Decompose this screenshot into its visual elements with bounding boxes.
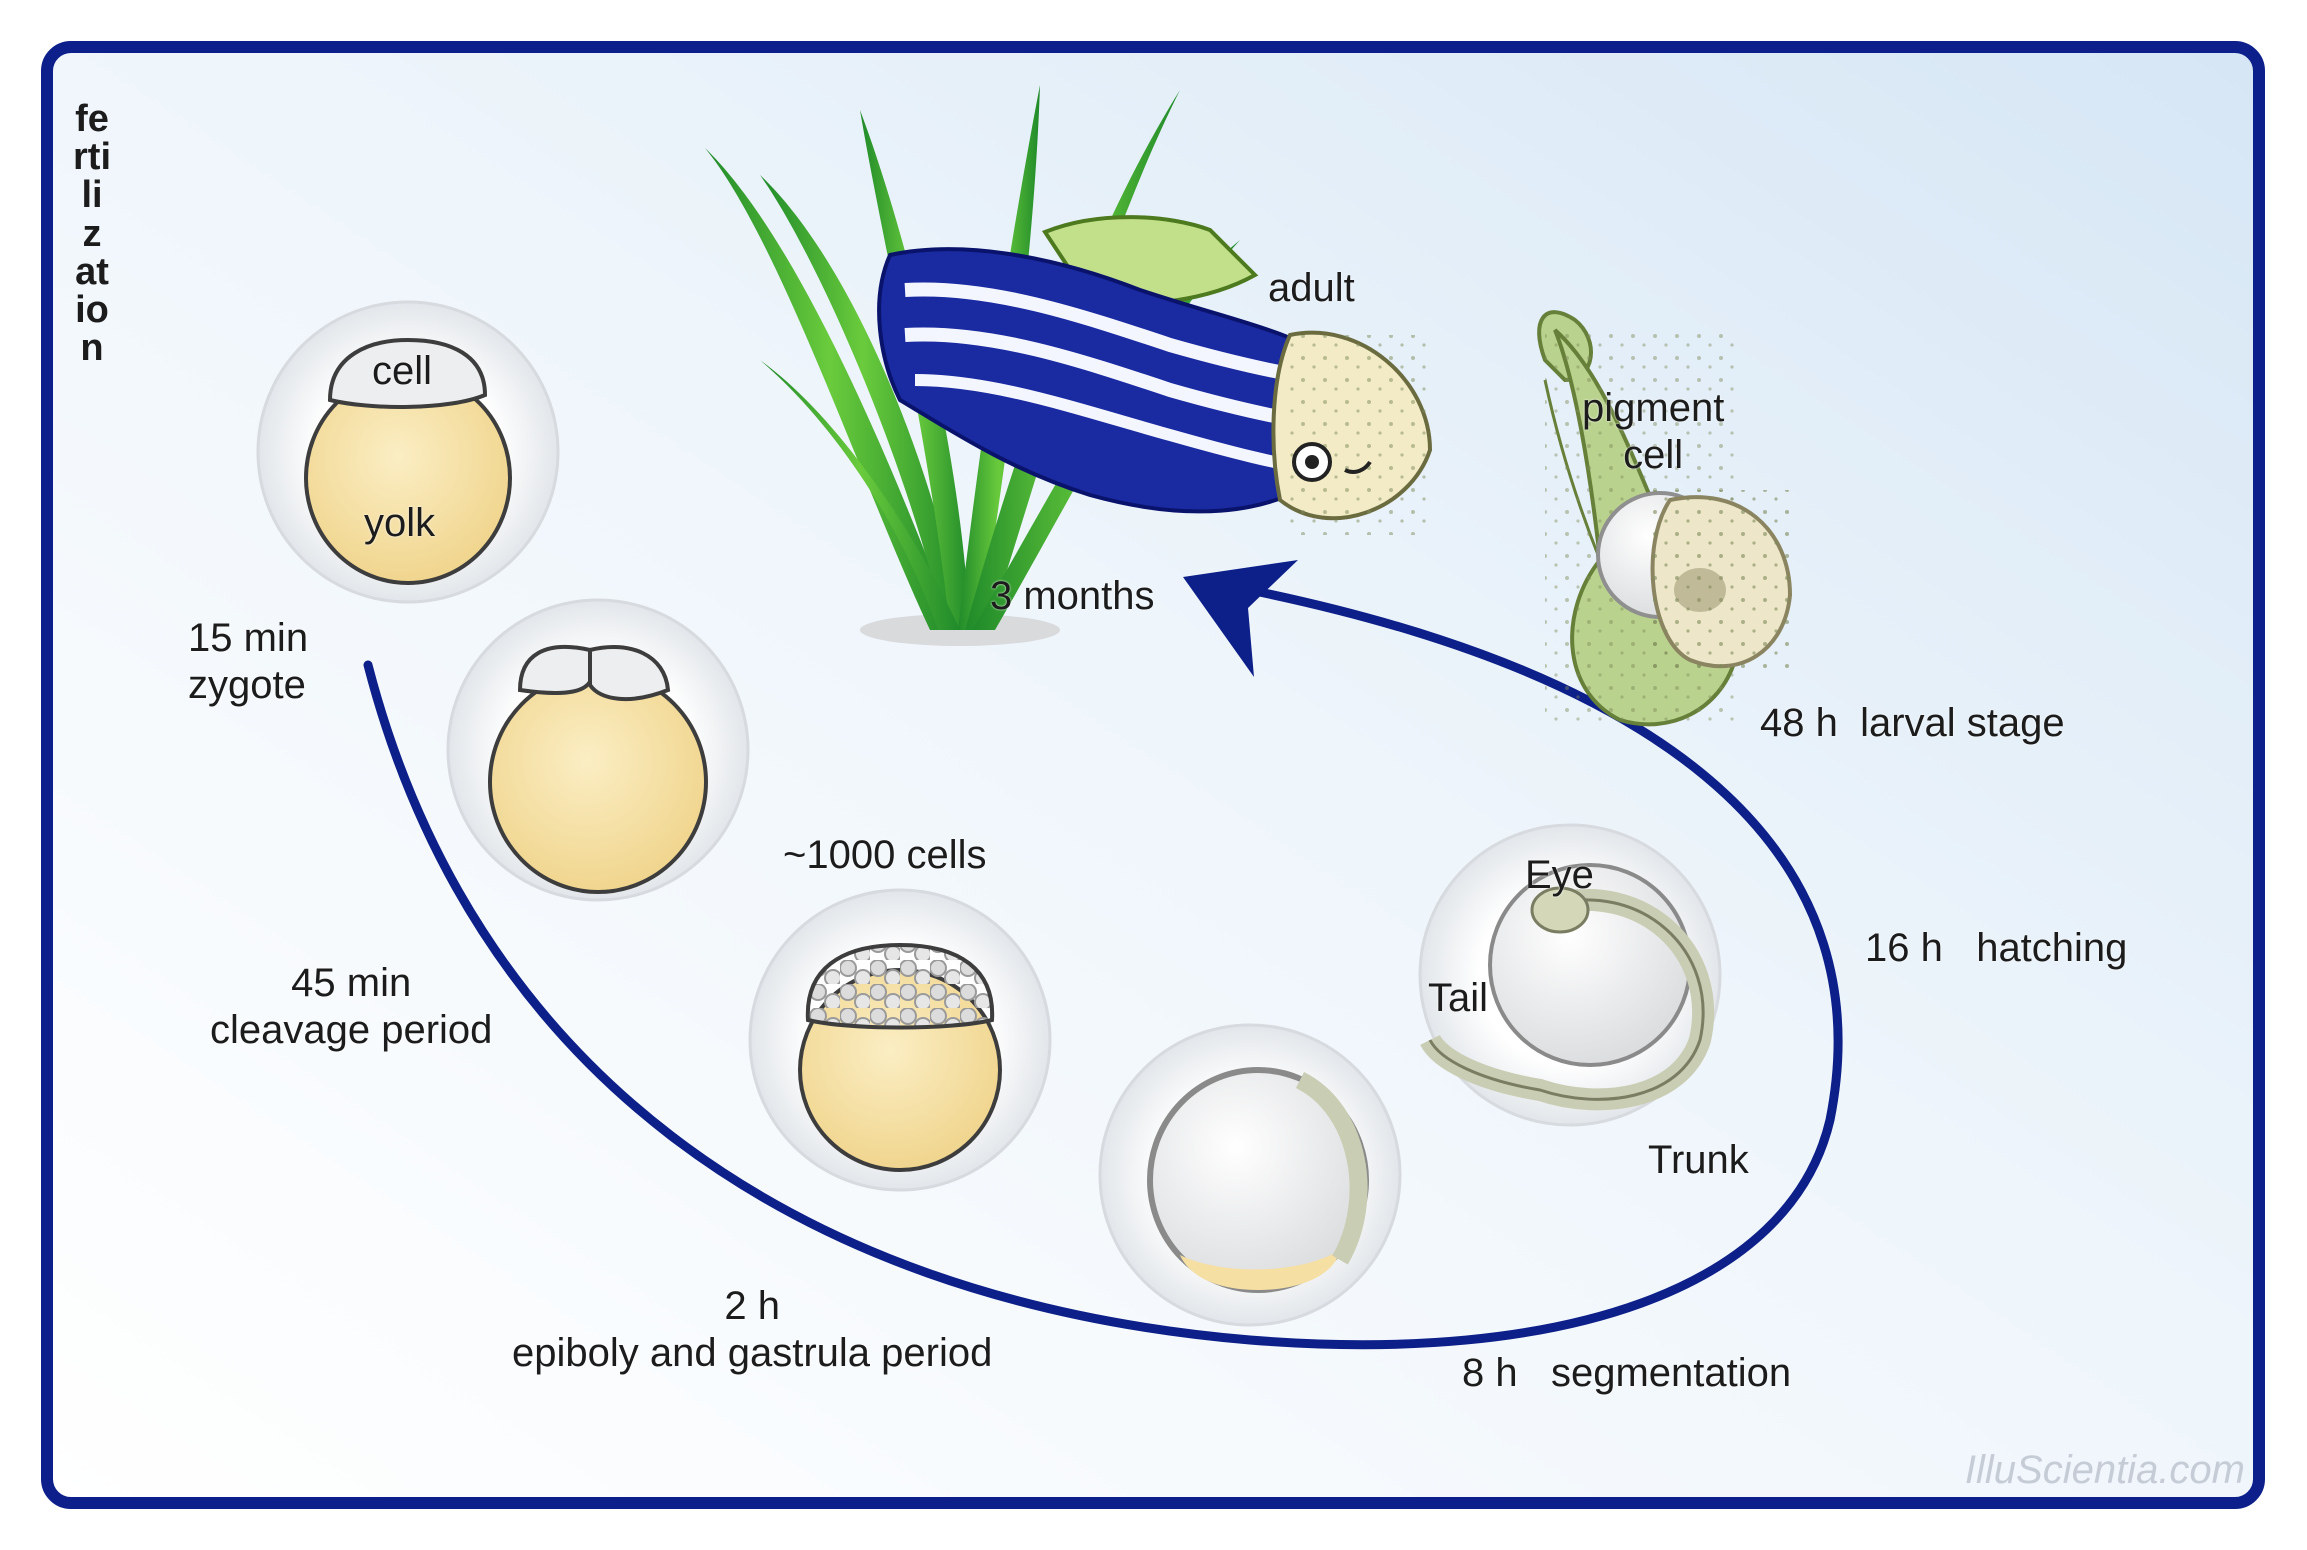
cell-label: cell bbox=[372, 349, 433, 393]
fertilization-label: fertilization bbox=[73, 98, 111, 370]
segmentation-label: 8 h segmentation bbox=[1462, 1351, 1792, 1395]
yolk-label: yolk bbox=[364, 501, 436, 545]
hatching-label: 16 h hatching bbox=[1865, 926, 2128, 970]
eye-label: Eye bbox=[1525, 853, 1594, 897]
adult-fish-icon bbox=[877, 215, 1433, 535]
three-months-label: 3 months bbox=[990, 574, 1155, 618]
cleavage-period-label: 45 min cleavage period bbox=[210, 961, 493, 1053]
two-cell-egg-icon bbox=[446, 598, 750, 902]
thousand-cells-label: ~1000 cells bbox=[783, 833, 987, 877]
trunk-label: Trunk bbox=[1648, 1138, 1749, 1182]
blastula-egg-icon bbox=[748, 888, 1052, 1192]
adult-label: adult bbox=[1268, 266, 1355, 310]
gastrula-egg-icon bbox=[1098, 1023, 1402, 1327]
zygote-egg-icon bbox=[256, 300, 560, 604]
arrowhead bbox=[1183, 560, 1298, 677]
segmentation-embryo-icon bbox=[1418, 823, 1722, 1127]
pigment-cell-label: pigment cell bbox=[1582, 386, 1725, 478]
watermark: IlluScientia.com bbox=[1964, 1448, 2245, 1492]
life-cycle-curve bbox=[363, 583, 1843, 1350]
zygote-label: 15 min zygote bbox=[188, 616, 309, 708]
tail-label: Tail bbox=[1428, 976, 1489, 1020]
larva-icon bbox=[1537, 310, 1793, 730]
gastrula-period-label: 2 h epiboly and gastrula period bbox=[512, 1284, 993, 1376]
larval-stage-label: 48 h larval stage bbox=[1760, 701, 2065, 745]
